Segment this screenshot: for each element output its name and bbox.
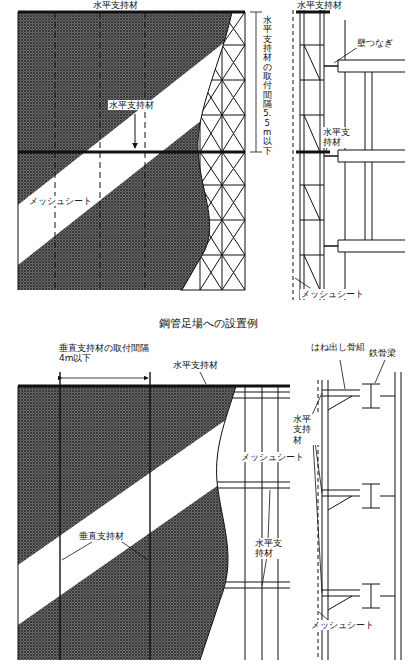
mesh-sheet <box>18 410 240 625</box>
vertical-support <box>59 372 60 386</box>
side-section <box>380 396 395 596</box>
leader-line <box>340 360 345 389</box>
beam-label: 鉄骨梁 <box>368 348 397 358</box>
mesh-sheet <box>18 30 240 265</box>
support-label: 水平支持材 <box>172 360 219 370</box>
building-section <box>345 60 405 252</box>
support-label: 水平支持材 <box>292 414 320 445</box>
side-scaffold <box>293 10 330 300</box>
sheet-label: メッシュシート <box>300 289 365 299</box>
leader-line <box>122 542 148 560</box>
building-section <box>338 20 405 300</box>
wall-tie <box>324 245 338 247</box>
leader-line <box>312 393 322 415</box>
side-scaffold <box>296 151 330 154</box>
side-scaffold <box>300 10 301 300</box>
side-scaffold <box>324 10 325 300</box>
side-scaffold <box>296 11 330 14</box>
sheet-label: メッシュシート <box>310 620 375 630</box>
side-scaffold <box>320 10 321 300</box>
building-section <box>338 20 345 300</box>
side-section <box>401 372 402 660</box>
steel-frame <box>278 386 279 660</box>
horizontal-support <box>18 385 290 388</box>
steel-frame <box>245 386 246 660</box>
support-label: 垂直支持材 <box>78 531 125 541</box>
side-scaffold <box>300 45 324 290</box>
building-section <box>365 72 372 240</box>
leader-line <box>62 542 92 560</box>
side-scaffold <box>304 45 320 290</box>
dimension-line <box>250 12 262 152</box>
caption: 鋼管足場への設置例 <box>158 318 259 331</box>
scaffold-frames <box>180 290 245 291</box>
dimension-line <box>250 152 262 153</box>
sheet-edge <box>200 386 236 660</box>
mesh-sheet <box>60 386 150 660</box>
side-section <box>318 372 401 660</box>
leader-line <box>295 278 310 288</box>
mesh-sheet <box>149 386 150 660</box>
dimension-line <box>256 12 257 152</box>
leader-line <box>375 360 385 383</box>
horizontal-support <box>18 12 245 152</box>
dimension-line <box>250 12 262 13</box>
sheet-label: メッシュシート <box>240 452 305 462</box>
side-section <box>395 372 396 660</box>
side-section <box>328 380 329 660</box>
support-label: 水平支持材 <box>108 100 155 110</box>
dimension-line <box>62 378 148 379</box>
wall-tie <box>324 155 338 157</box>
dimension-label: 水平支持材の取付間隔5.5m以下 <box>262 16 273 156</box>
leader-line <box>319 612 328 620</box>
leader-line <box>268 490 270 540</box>
support-label: 水平支持材 <box>296 0 343 10</box>
vertical-support <box>60 372 150 386</box>
leader-line <box>312 360 385 620</box>
mesh-sheet <box>0 0 260 300</box>
frame-label: はね出し骨組 <box>310 342 366 352</box>
leader-line <box>334 47 358 63</box>
vertical-support <box>149 372 150 386</box>
support-label: 水平支持材 <box>322 127 358 148</box>
sheet-label: メッシュシート <box>28 196 93 206</box>
horizontal-support <box>18 151 245 154</box>
mesh-sheet <box>0 0 260 300</box>
wall-tie <box>324 66 338 246</box>
leader-line <box>312 424 322 593</box>
side-section <box>328 396 352 610</box>
side-section <box>322 390 360 596</box>
side-scaffold <box>293 10 294 300</box>
horizontal-support <box>18 11 245 14</box>
dimension-line <box>62 378 148 379</box>
side-section <box>322 380 323 660</box>
steel-frame <box>262 386 263 660</box>
sheet-edge <box>18 386 19 660</box>
side-section <box>362 384 380 608</box>
mesh-sheet <box>0 380 250 670</box>
leader-line <box>200 372 206 384</box>
dimension-label: 垂直支持材の取付間隔4m以下 <box>58 343 156 364</box>
mesh-sheet <box>59 386 60 660</box>
wall-tie <box>324 65 338 67</box>
leader-line <box>62 490 270 586</box>
support-label: 水平支持材 <box>254 538 286 559</box>
support-label: 水平支持材 <box>92 0 139 10</box>
leader-arrow <box>135 114 136 148</box>
wall-tie-label: 壁つなぎ <box>356 38 394 48</box>
mesh-sheet <box>0 380 250 670</box>
